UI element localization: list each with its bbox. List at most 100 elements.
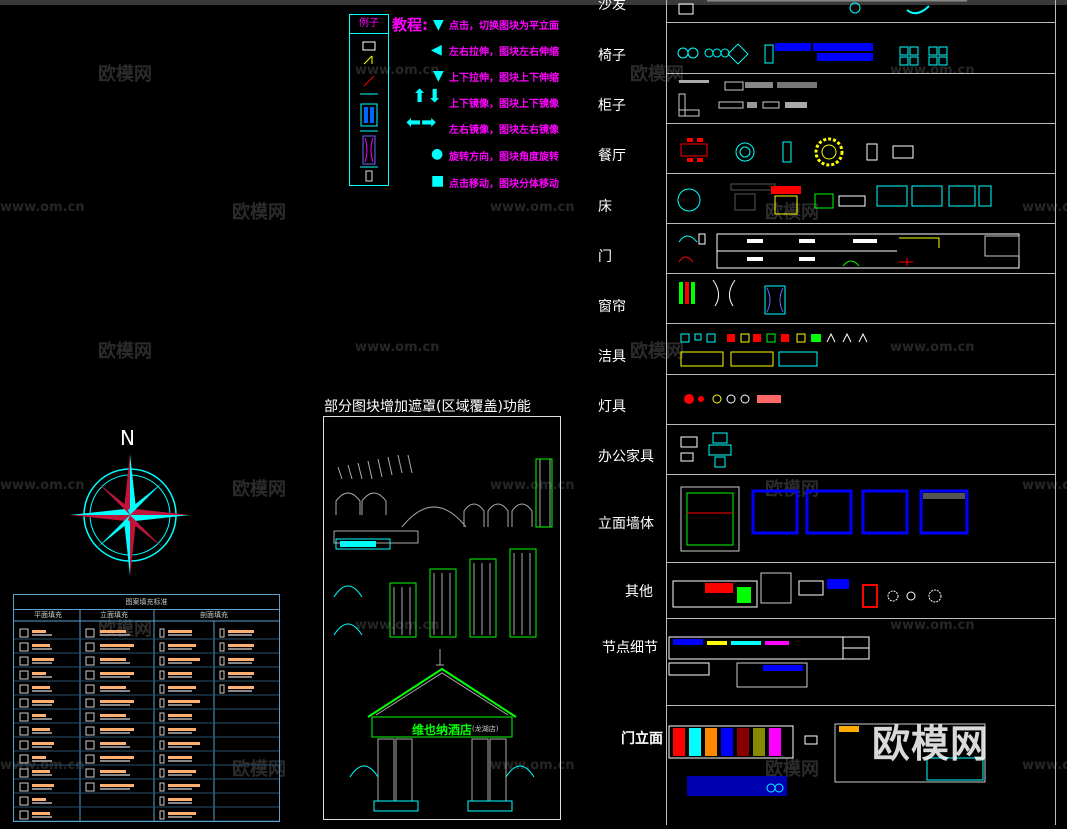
fill-swatch [100, 742, 126, 745]
fill-swatch [159, 768, 165, 778]
category-label-elevation-wall[interactable]: 立面墙体 [598, 516, 654, 532]
hotel-sign-text: 维也纳酒店 [412, 723, 473, 737]
fill-swatch [19, 684, 29, 694]
fill-swatch [168, 700, 200, 703]
tutorial-step-text: 左右镜像，图块左右镜像 [449, 125, 559, 136]
category-label-curtain[interactable]: 窗帘 [598, 299, 626, 315]
category-label-dining[interactable]: 餐厅 [598, 148, 626, 164]
sofa-blocks[interactable] [667, 0, 1055, 22]
fill-swatch [32, 784, 54, 787]
office-blocks[interactable] [667, 425, 1055, 474]
category-label-node-detail[interactable]: 节点细节 [602, 640, 658, 656]
watermark-url: www.om.cn [490, 758, 575, 773]
cabinet-blocks[interactable] [667, 74, 1055, 123]
watermark-brand: 欧模网 [630, 64, 684, 85]
category-label-sofa[interactable]: 沙发 [598, 0, 626, 13]
category-row [667, 0, 1055, 23]
watermark-url: www.om.cn [355, 618, 440, 633]
lamp-blocks[interactable] [667, 375, 1055, 424]
fill-swatch [85, 782, 95, 792]
fill-swatch [100, 672, 134, 675]
category-label-cabinet[interactable]: 柜子 [598, 98, 626, 114]
fill-swatch [219, 656, 225, 666]
other-blocks[interactable] [667, 563, 1055, 618]
category-label-other[interactable]: 其他 [625, 584, 653, 600]
fill-swatch [32, 700, 54, 703]
triangle-left-icon: ◀ [431, 42, 442, 58]
fill-swatch [168, 672, 192, 675]
mask-panel-drawing[interactable] [324, 417, 560, 819]
category-label-door-elevation[interactable]: 门立面 [621, 731, 663, 747]
category-label-office[interactable]: 办公家具 [598, 449, 654, 465]
dining-blocks[interactable] [667, 124, 1055, 173]
triangle-down-icon: ▼ [433, 68, 444, 84]
category-row [667, 563, 1055, 619]
fill-swatch [32, 676, 52, 678]
fill-swatch [32, 718, 52, 720]
category-label-sanitary[interactable]: 洁具 [598, 349, 626, 365]
fill-swatch [85, 642, 95, 652]
fill-swatch [159, 642, 165, 652]
example-blocks-icon[interactable] [350, 34, 388, 184]
node-detail-blocks[interactable] [667, 619, 1055, 705]
door-blocks[interactable] [667, 224, 1055, 273]
fill-swatch [168, 816, 192, 818]
elevation-wall-blocks[interactable] [667, 475, 1055, 562]
fill-swatch [32, 644, 50, 647]
fill-swatch [100, 756, 134, 759]
watermark-brand: 欧模网 [98, 64, 152, 85]
fill-swatch [168, 686, 196, 689]
fill-swatch [159, 684, 165, 694]
fill-table-header: 剖面填充 [200, 611, 228, 619]
fill-swatch [159, 740, 165, 750]
up-down-arrows-icon: ⬆⬇ [412, 86, 443, 107]
fill-swatch [228, 634, 252, 636]
fill-swatch [19, 642, 29, 652]
fill-swatch [85, 670, 95, 680]
fill-swatch [32, 728, 50, 731]
example-title: 例子 [350, 15, 388, 34]
triangle-down-icon: ▼ [433, 17, 444, 33]
category-label-bed[interactable]: 床 [598, 199, 612, 215]
compass-rose-icon [70, 454, 190, 576]
category-label-chair[interactable]: 椅子 [598, 48, 626, 64]
door-elevation-blocks[interactable] [667, 706, 1055, 825]
fill-swatch [85, 698, 95, 708]
fill-swatch [168, 798, 192, 801]
fill-swatch [100, 658, 126, 661]
fill-swatch [85, 768, 95, 778]
fill-swatch [228, 658, 254, 661]
fill-swatch [85, 684, 95, 694]
fill-swatch [32, 704, 52, 706]
fill-swatch [159, 726, 165, 736]
dot-icon: ● [431, 146, 444, 162]
curtain-blocks[interactable] [667, 274, 1055, 323]
fill-swatch [100, 770, 126, 773]
tutorial-step-text: 旋转方向，图块角度旋转 [449, 152, 559, 163]
sanitary-blocks[interactable] [667, 324, 1055, 374]
fill-swatch [100, 732, 130, 734]
fill-swatch [159, 782, 165, 792]
fill-swatch [168, 662, 192, 664]
fill-swatch [100, 714, 126, 717]
fill-swatch [19, 726, 29, 736]
watermark-url: www.om.cn [890, 340, 975, 355]
watermark-brand: 欧模网 [630, 341, 684, 362]
category-row [667, 74, 1055, 124]
category-label-door[interactable]: 门 [598, 249, 612, 265]
tutorial-step-text: 点击移动，图块分体移动 [449, 179, 559, 190]
category-row [667, 124, 1055, 174]
mask-panel: 维也纳酒店 (龙湖店) [323, 416, 561, 820]
category-label-lamp[interactable]: 灯具 [598, 399, 626, 415]
fill-swatch [19, 712, 29, 722]
category-row [667, 706, 1055, 825]
bed-blocks[interactable] [667, 174, 1055, 223]
fill-swatch [219, 670, 225, 680]
fill-swatch [228, 662, 252, 664]
chair-blocks[interactable] [667, 23, 1055, 73]
fill-swatch [85, 712, 95, 722]
fill-swatch [32, 732, 52, 734]
fill-swatch [100, 676, 130, 678]
compass-north-label: N [120, 426, 135, 450]
watermark-logo: 欧模网 [872, 722, 990, 766]
